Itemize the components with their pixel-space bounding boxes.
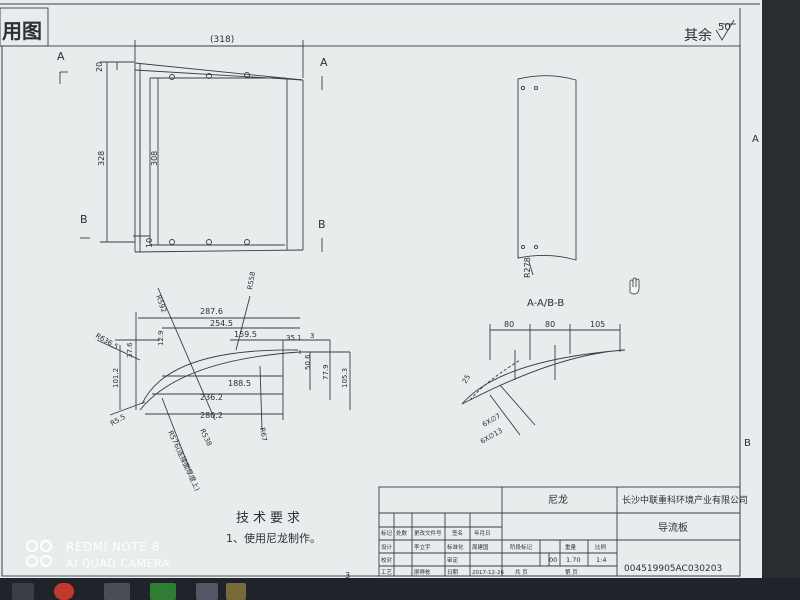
border-zone-b: B <box>744 438 751 449</box>
dim-section-2: 80 <box>545 320 555 329</box>
section-mark-a-right: A <box>320 56 328 69</box>
roughness-value: 50 <box>718 22 731 33</box>
tb-sheets-label: 共 页 <box>515 568 528 576</box>
dim-profile-small2: 3 <box>310 332 314 340</box>
camera-lens-icon <box>40 555 52 567</box>
front-view <box>59 40 323 253</box>
dim-profile-r-top1: R592 <box>154 294 168 314</box>
dim-side-radius: R278 <box>523 257 532 278</box>
dim-profile-r-left: R636.5 <box>94 332 120 351</box>
dim-front-height-outer: 328 <box>97 151 106 166</box>
side-view <box>517 75 577 276</box>
tb-material: 尼龙 <box>548 493 568 506</box>
tb-weight-label: 重量 <box>565 543 577 551</box>
camera-lens-icon <box>26 555 38 567</box>
section-view-label: A-A/B-B <box>527 298 564 309</box>
app3-taskbar-icon[interactable] <box>226 583 246 600</box>
tb-process-sig: 廖晔栋 <box>414 568 431 576</box>
dim-profile-5: 236.2 <box>200 393 223 402</box>
monitor-bezel <box>762 0 800 600</box>
dim-profile-r-right: R67 <box>258 427 268 442</box>
tb-designer: 李立宇 <box>414 543 431 551</box>
drawing-screen: (318) 20 328 308 10 A A B B R278 287.6 2… <box>0 0 762 578</box>
dim-profile-h-right3: 50.6 <box>304 354 312 370</box>
tb-standard-sig: 周建国 <box>472 543 489 551</box>
tb-stage: 00 <box>549 556 557 564</box>
tb-drawing-no: 004519905AC030203 <box>624 564 722 574</box>
title-corner-box <box>0 7 49 47</box>
dim-profile-h-left1: 101.2 <box>112 368 120 388</box>
camera-lens-icon <box>26 540 38 552</box>
camera-model-text: REDMI NOTE 8 <box>66 540 160 554</box>
tb-scale-label: 比例 <box>595 543 607 551</box>
tb-standard-label: 标准化 <box>447 543 464 551</box>
tb-page-label: 第 页 <box>565 568 578 576</box>
roughness-label: 其余 <box>684 27 712 44</box>
section-mark-b-left: B <box>80 213 88 226</box>
tb-write-label: 审定 <box>447 556 459 564</box>
border-zone-2: 2 <box>538 577 543 578</box>
dim-profile-h-right1: 77.9 <box>322 364 330 380</box>
dim-profile-4: 188.5 <box>228 379 251 388</box>
tech-requirements-title: 技术要求 <box>236 511 304 526</box>
start-button[interactable] <box>12 583 34 600</box>
border-zone-a3: A3 <box>728 577 739 578</box>
dim-profile-6: 280.2 <box>200 411 223 420</box>
profile-view <box>96 287 351 471</box>
dim-front-width: (318) <box>210 35 234 45</box>
dim-profile-h-right2: 105.3 <box>341 368 349 388</box>
tb-part-name: 导流板 <box>658 521 688 534</box>
section-mark-a-left: A <box>57 50 65 63</box>
drawing-title-fragment: 用图 <box>2 19 42 43</box>
tech-requirements-note: 1、使用尼龙制作。 <box>226 532 321 545</box>
dim-profile-h-left2: 37.6 <box>126 342 134 358</box>
tb-date-label: 年月日 <box>474 529 491 537</box>
dim-profile-1: 287.6 <box>200 307 223 316</box>
tb-stage-label: 阶段标记 <box>510 543 533 551</box>
section-mark-b-right: B <box>318 218 326 231</box>
hand-cursor-icon <box>629 277 640 295</box>
tb-scale: 1:4 <box>596 556 606 564</box>
dim-front-height-inner: 308 <box>150 151 159 166</box>
camera-watermark <box>26 540 60 570</box>
dim-profile-r-small: R5.5 <box>109 413 127 428</box>
camera-type-text: AI QUAD CAMERA <box>66 557 170 570</box>
tb-check-label: 校对 <box>381 556 393 564</box>
border-zone-3: 3 <box>345 571 350 578</box>
dim-profile-r-top2: R558 <box>246 271 257 290</box>
title-block-frame <box>378 486 741 577</box>
app2-taskbar-icon[interactable] <box>196 583 218 600</box>
app-taskbar-icon[interactable] <box>104 583 130 600</box>
tb-design-label: 设计 <box>381 543 393 551</box>
dim-section-1: 80 <box>504 320 514 329</box>
camera-lens-icon <box>40 540 52 552</box>
tb-date-label2: 日期 <box>447 569 459 576</box>
browser-taskbar-icon[interactable] <box>54 583 74 600</box>
tb-date: 2017-12-26 <box>472 570 504 576</box>
dim-profile-h-small: 12.9 <box>157 330 165 346</box>
dim-profile-2: 254.5 <box>210 319 233 328</box>
dim-profile-small1: 35.1 <box>286 334 302 342</box>
dim-profile-3: 159.5 <box>234 330 257 339</box>
engineering-drawing: (318) 20 328 308 10 A A B B R278 287.6 2… <box>0 3 760 578</box>
tb-mark-label: 标记 <box>381 529 393 537</box>
excel-taskbar-icon[interactable] <box>150 583 176 600</box>
tb-change-label: 更改文件号 <box>414 529 442 537</box>
border-zone-a: A <box>752 134 759 145</box>
dim-section-angle: 25 <box>461 373 472 385</box>
tb-company: 长沙中联重科环境产业有限公司 <box>622 494 748 506</box>
dim-profile-r-bottom2: R538 <box>198 427 213 447</box>
dim-section-hole2: 6X∅13 <box>479 427 504 446</box>
roughness-symbol <box>715 19 735 41</box>
dim-front-top: 20 <box>95 62 104 72</box>
dim-front-bottom: 10 <box>145 238 154 248</box>
dim-section-3: 105 <box>590 320 605 329</box>
section-view <box>461 324 626 436</box>
tb-count-label: 处数 <box>396 529 408 537</box>
tb-weight: 1.70 <box>566 556 580 564</box>
tb-sign-label: 签名 <box>452 529 463 537</box>
dim-profile-r-bottom1: R576(连接面厚度上) <box>166 429 202 493</box>
tb-process-label: 工艺 <box>381 569 393 576</box>
